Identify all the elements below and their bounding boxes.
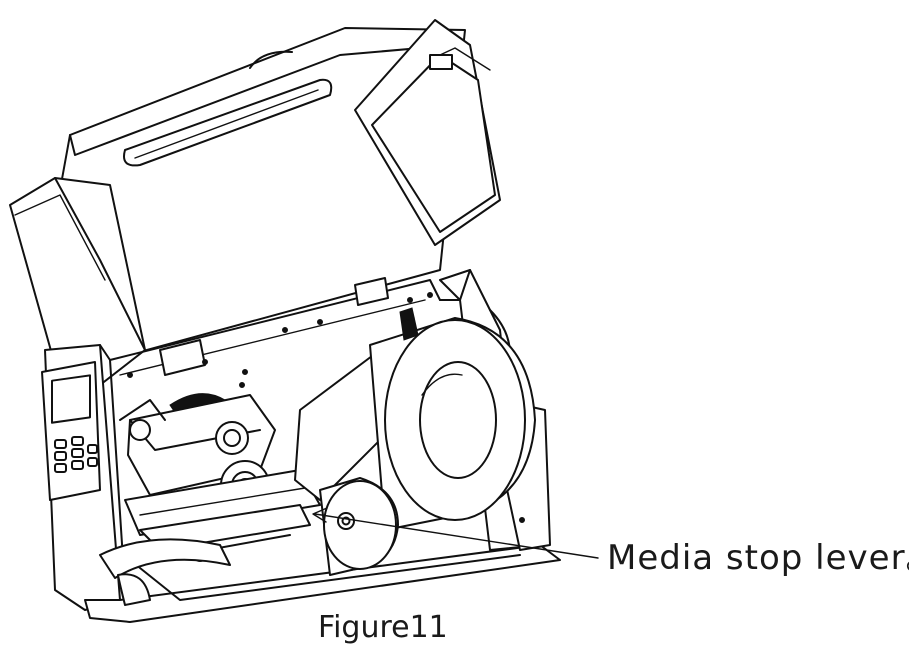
media-roll (369, 307, 536, 531)
top-cover (9, 19, 501, 386)
control-panel (41, 361, 101, 501)
callout-label: Media stop lever。 (607, 538, 909, 578)
media-stop-lever (319, 477, 399, 576)
callout-leader (312, 507, 599, 559)
figure-caption: Figure11 (318, 610, 448, 645)
ribbon-mechanism (119, 393, 321, 562)
